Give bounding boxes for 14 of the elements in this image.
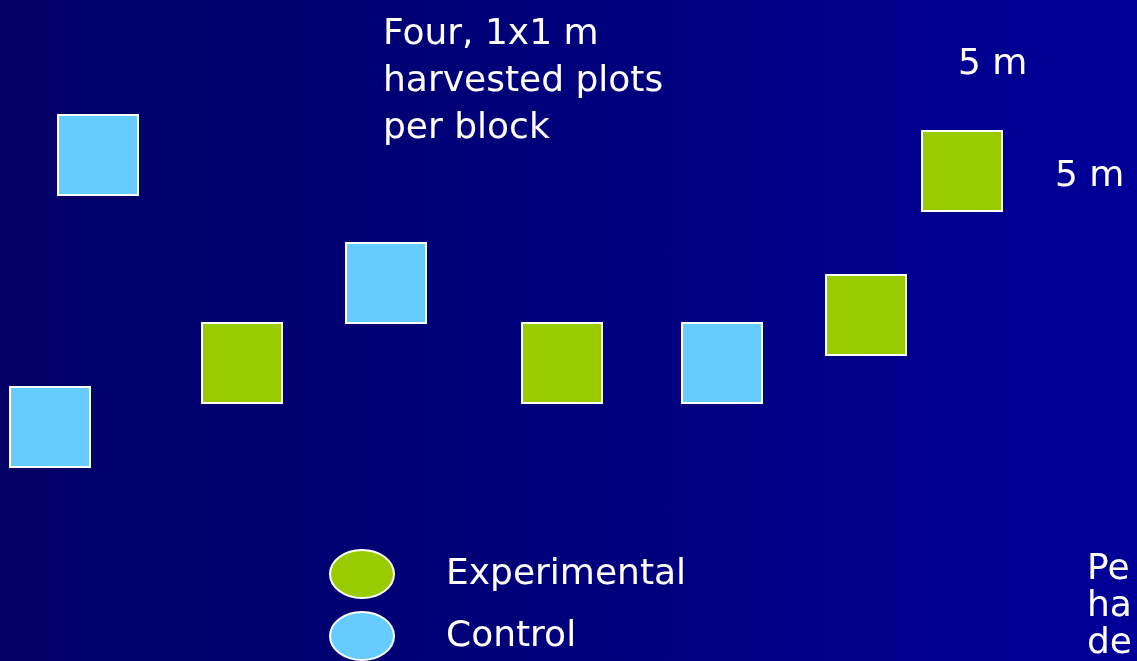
plot-square <box>921 130 1003 212</box>
plot-square <box>521 322 603 404</box>
dimension-label: 5 m <box>958 40 1028 84</box>
cut-off-text: Pe ha de <box>1087 548 1133 659</box>
plot-square <box>9 386 91 468</box>
plot-square <box>681 322 763 404</box>
plot-square <box>825 274 907 356</box>
legend-label: Control <box>446 614 577 654</box>
legend-label: Experimental <box>446 552 687 592</box>
plot-square <box>201 322 283 404</box>
plot-square <box>57 114 139 196</box>
dimension-label: 5 m <box>1055 152 1125 196</box>
plot-square <box>345 242 427 324</box>
note-text: Four, 1x1 m harvested plots per block <box>383 10 665 148</box>
